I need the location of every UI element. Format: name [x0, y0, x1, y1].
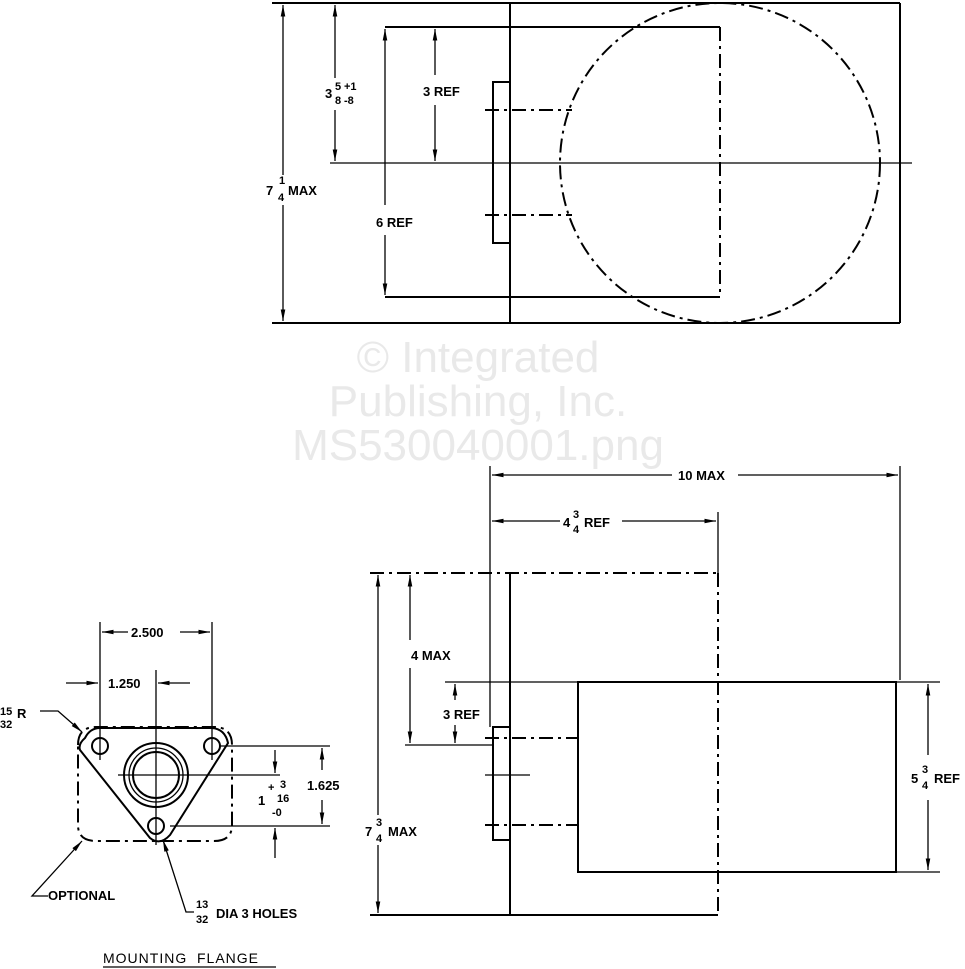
dim-tol-minus: -8: [344, 95, 354, 107]
dim-suffix: REF: [934, 771, 960, 786]
dim-num: 3: [573, 509, 579, 521]
dim-suffix: R: [17, 706, 27, 721]
watermark-line-3: MS530040001.png: [292, 421, 664, 470]
dim-den: 8: [335, 95, 341, 107]
dim-num: 3: [280, 779, 286, 791]
flange: [492, 81, 511, 244]
top-view: 7 1 4 MAX 3 5 8 +1 -8 3 REF 6 REF: [266, 2, 912, 324]
dim-offset: 1 + 3 16 -0: [258, 779, 289, 819]
motor-body: [577, 681, 897, 873]
dim-num: 5: [335, 81, 341, 93]
dim-corner-radius: 15 32 R: [0, 706, 27, 731]
motor-circle: [559, 2, 881, 324]
dim-10-max: 10 MAX: [678, 468, 725, 483]
dim-den: 32: [0, 719, 12, 731]
dim-1250: 1.250: [108, 676, 141, 691]
dim-motor-height: 5 3 4 REF: [911, 764, 960, 792]
dim-den: 4: [573, 524, 580, 536]
dim-3-ref: 3 REF: [423, 84, 460, 99]
side-view: 10 MAX 4 3 4 REF 7 3 4 MAX 4: [365, 466, 960, 916]
dim-whole: 5: [911, 771, 918, 786]
dim-tol-plus: +1: [344, 81, 357, 93]
optional-outline: [77, 726, 233, 842]
dim-den: 16: [277, 793, 289, 805]
dim-whole: 4: [563, 515, 571, 530]
dim-ref-length: 4 3 4 REF: [563, 509, 610, 536]
dim-plus: +: [268, 782, 274, 794]
dim-3-ref: 3 REF: [443, 707, 480, 722]
watermark: © Integrated Publishing, Inc. MS53004000…: [292, 333, 664, 470]
dim-6-ref: 6 REF: [376, 215, 413, 230]
dim-den: 4: [922, 780, 929, 792]
optional-label: OPTIONAL: [48, 888, 115, 903]
dim-whole: 7: [266, 183, 273, 198]
dim-den: 4: [376, 833, 383, 845]
dim-suffix: DIA 3 HOLES: [216, 906, 297, 921]
dim-num: 1: [279, 175, 285, 187]
watermark-line-1: © Integrated: [357, 333, 600, 382]
dim-den: 32: [196, 914, 208, 926]
dim-num: 15: [0, 706, 12, 718]
dim-suffix: MAX: [388, 824, 417, 839]
dim-2500: 2.500: [131, 625, 164, 640]
dim-num: 3: [376, 817, 382, 829]
mounting-hole: [91, 737, 109, 755]
watermark-line-2: Publishing, Inc.: [329, 377, 627, 426]
mounting-flange-title: MOUNTING FLANGE: [103, 950, 259, 966]
holes-label: 13 32 DIA 3 HOLES: [196, 899, 297, 926]
dim-4-max: 4 MAX: [411, 648, 451, 663]
dim-center-height: 3 5 8 +1 -8: [325, 81, 357, 107]
dim-overall-height: 7 3 4 MAX: [365, 817, 417, 845]
dim-overall-height: 7 1 4 MAX: [266, 175, 317, 204]
dim-whole: 7: [365, 824, 372, 839]
dim-suffix: MAX: [288, 183, 317, 198]
dim-num: 3: [922, 764, 928, 776]
mounting-hole: [147, 817, 165, 835]
dim-whole: 1: [258, 793, 265, 808]
flange-outline: [78, 727, 230, 843]
mounting-flange-view: 2.500 1.250 1 + 3 16 -0 1.625 15 32 R: [0, 622, 340, 968]
dim-minus: -0: [272, 807, 282, 819]
dim-num: 13: [196, 899, 208, 911]
dim-whole: 3: [325, 86, 332, 101]
flange: [492, 726, 511, 841]
dim-den: 4: [278, 192, 285, 204]
dim-1625: 1.625: [307, 778, 340, 793]
dim-suffix: REF: [584, 515, 610, 530]
